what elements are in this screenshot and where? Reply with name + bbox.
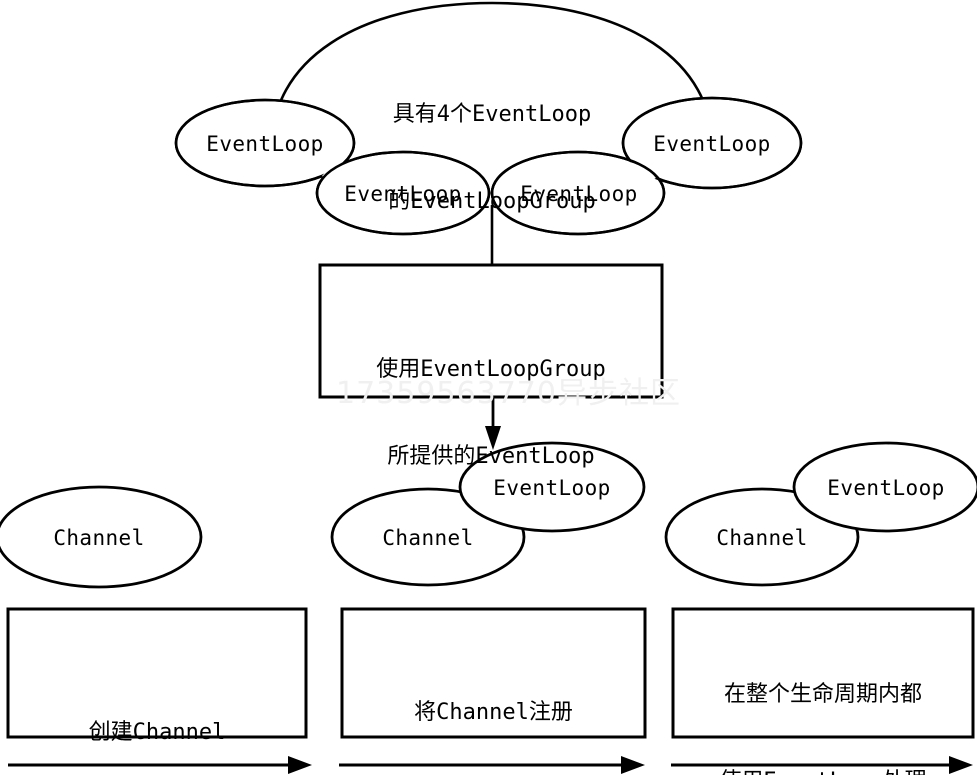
stage-box-3-rect	[671, 607, 975, 739]
cloud-event-loop-4-outline	[621, 96, 803, 190]
stage-box-1-rect	[6, 607, 308, 739]
event-loop-group-cloud	[174, 1, 803, 236]
stage-2-arrow	[339, 756, 645, 774]
cloud-event-loop-3-outline	[490, 150, 666, 236]
cloud-event-loop-2-outline	[315, 150, 491, 236]
stage-box-2-rect	[340, 607, 647, 739]
event-loop-instance-2-ellipse	[458, 441, 646, 533]
instance-group-3	[664, 441, 977, 587]
instance-group-1	[0, 485, 203, 589]
box-to-event-loop-arrow	[485, 398, 501, 450]
instance-group-2	[330, 441, 646, 587]
channel-1-ellipse	[0, 485, 203, 589]
cloud-event-loop-1-outline	[174, 98, 356, 188]
event-loop-instance-3-ellipse	[792, 441, 977, 533]
stage-3-arrow	[671, 756, 973, 774]
middle-box-rect	[318, 263, 664, 399]
cloud-outer-arc	[270, 1, 714, 154]
stage-1-arrow	[8, 756, 312, 774]
